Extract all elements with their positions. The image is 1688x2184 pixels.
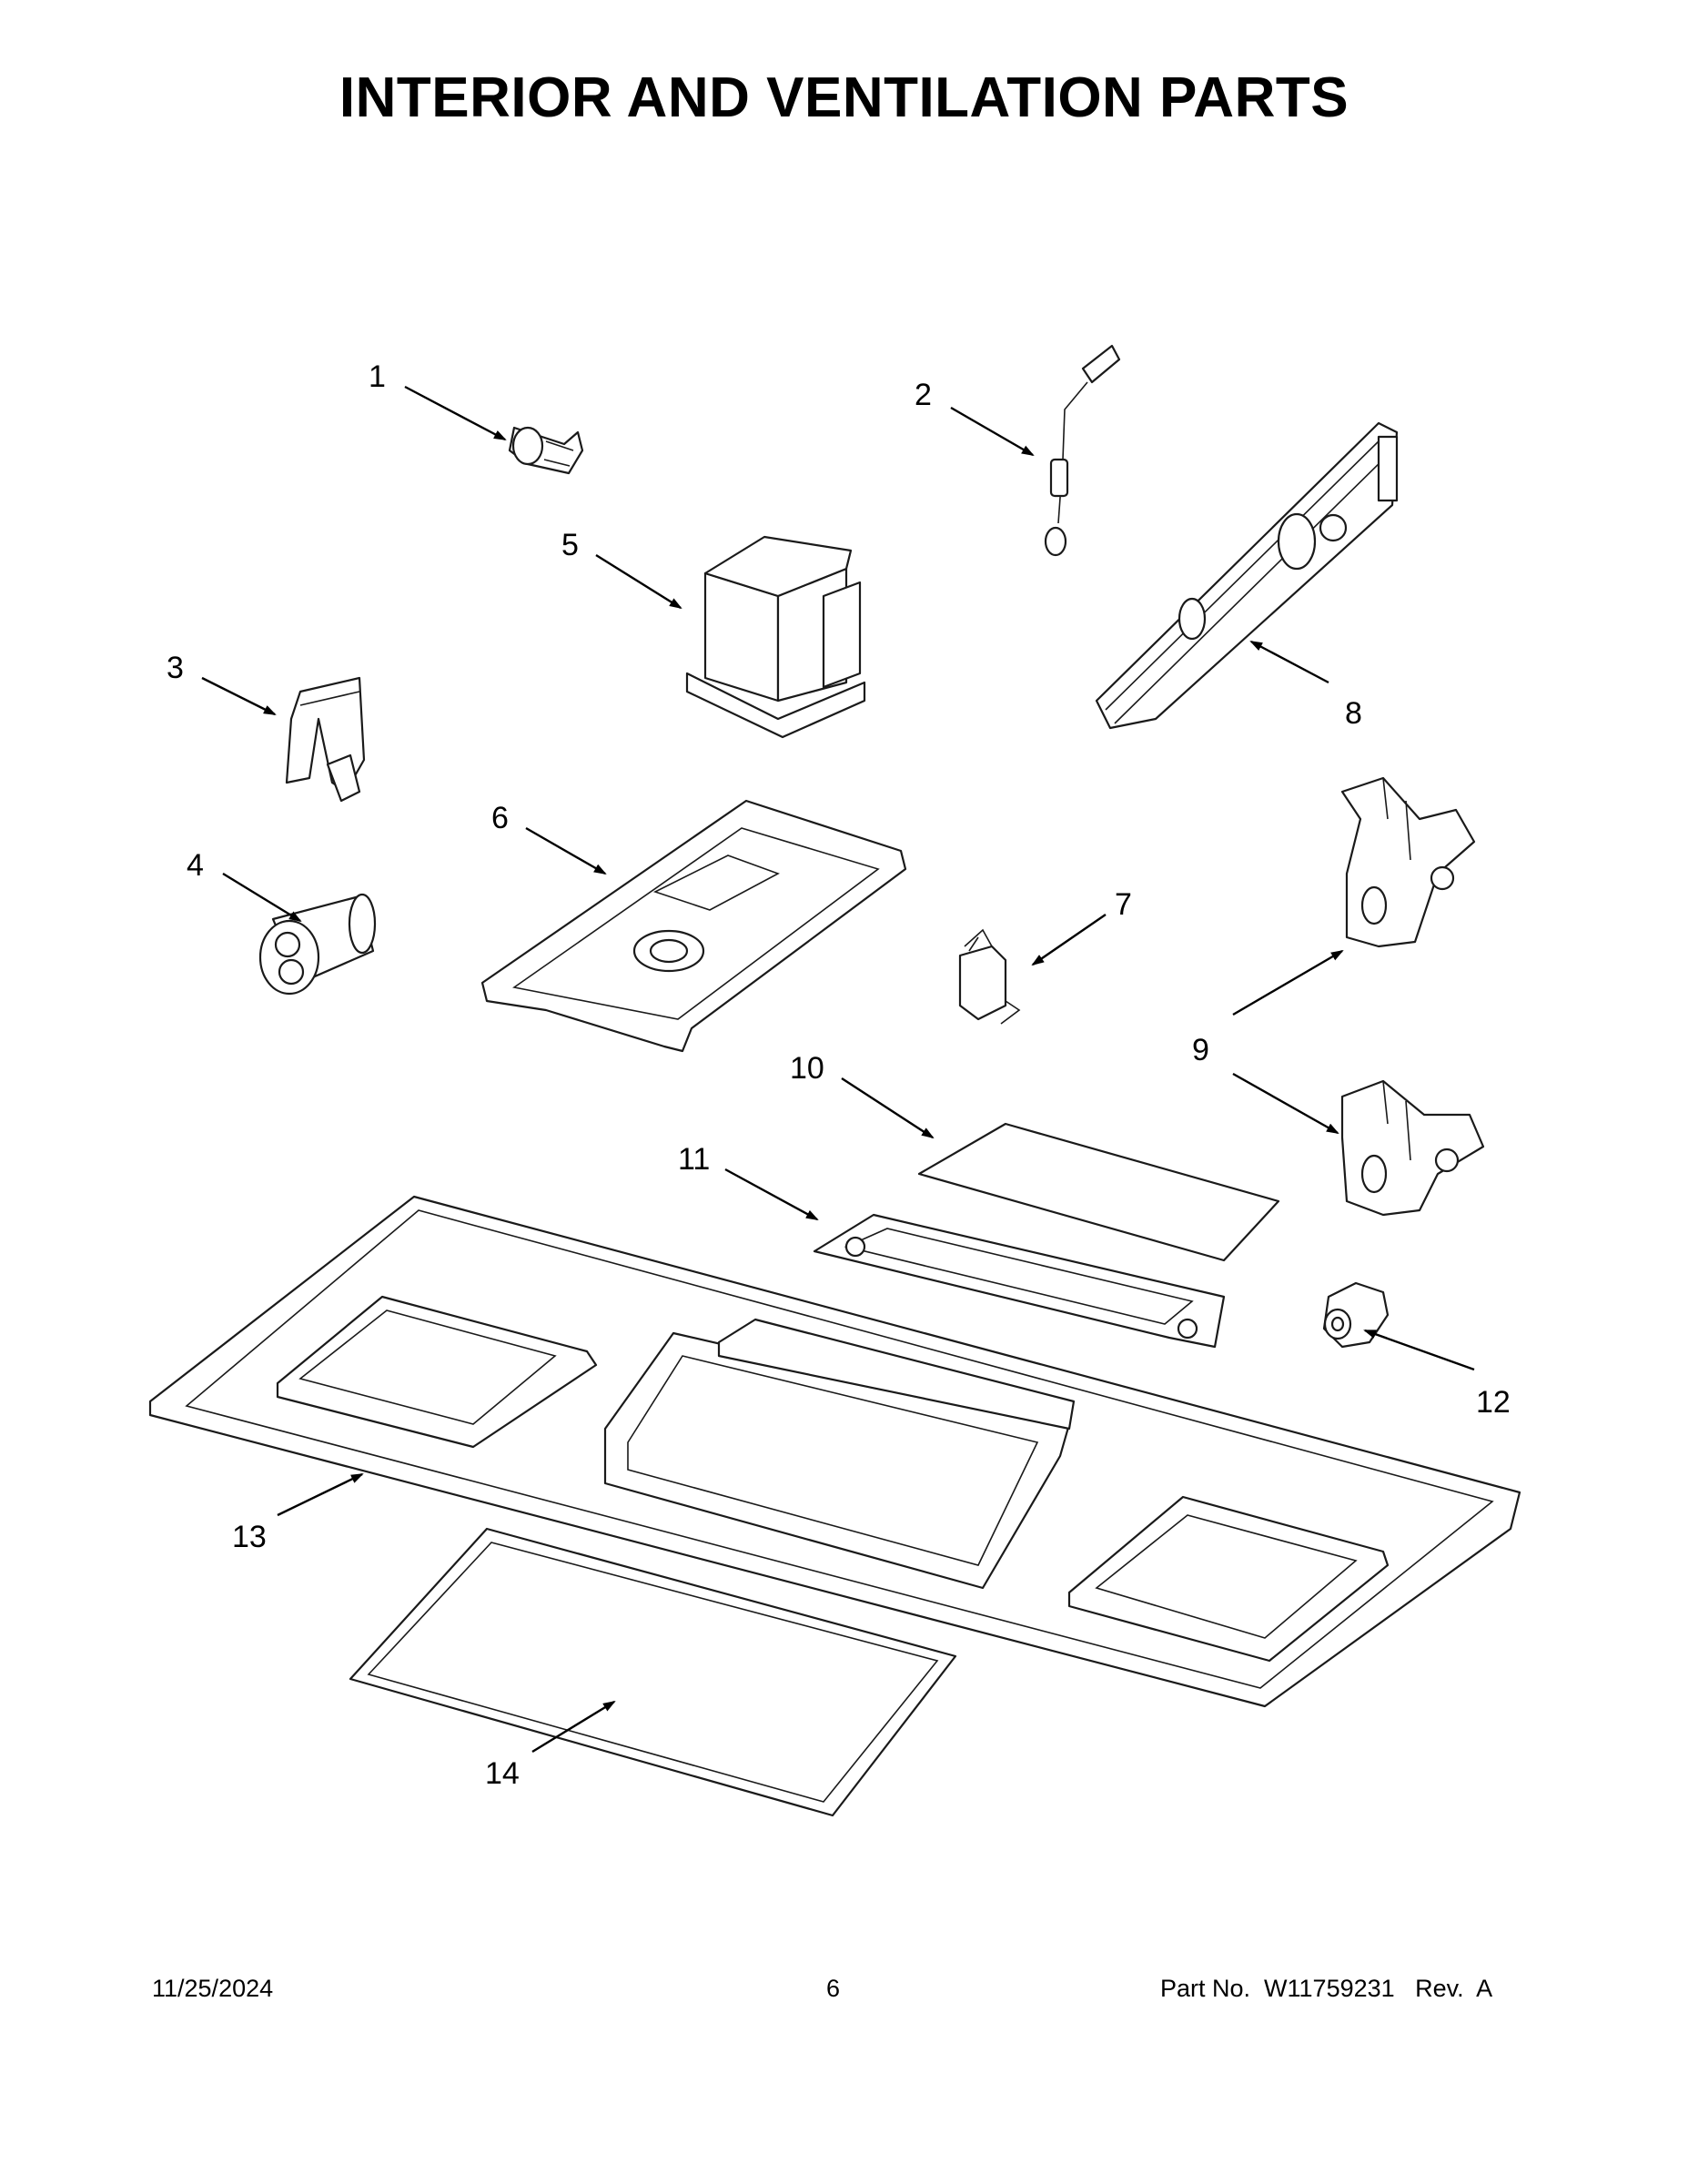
leader-line-14 [531,1700,616,1754]
leader-line-10 [841,1077,935,1139]
leader-line-4 [222,872,302,923]
leader-line-9-upper [1232,949,1344,1016]
part-5-hv-transformer [685,535,866,739]
part-13-bottom-plate [148,1195,1521,1708]
leader-line-9-lower [1232,1072,1339,1135]
leader-line-11 [724,1168,819,1221]
leader-line-3 [201,676,277,716]
part-14-gasket [349,1527,957,1817]
footer-page-number: 6 [826,1975,841,2002]
part-6-mounting-plate [480,799,907,1053]
leader-line-1 [404,385,507,441]
part-1-thermal-fuse [508,426,584,475]
callout-13: 13 [232,1520,267,1554]
page-title: INTERIOR AND VENTILATION PARTS [339,66,1349,129]
callout-4: 4 [187,848,204,883]
part-12-bumper [1322,1281,1390,1349]
part-2-hv-diode [1044,344,1121,557]
callout-8: 8 [1345,696,1362,731]
part-4-hv-capacitor [258,893,377,996]
footer-part-number: Part No. W11759231 Rev. A [1160,1975,1493,2002]
callout-5: 5 [561,528,579,562]
part-9-door-switch-lower [1340,1079,1485,1217]
part-7-noise-filter [958,928,1021,1025]
leader-line-12 [1363,1329,1475,1371]
part-11-light-bracket [813,1213,1226,1349]
callout-14: 14 [485,1756,520,1791]
leader-lines [201,385,1475,1754]
callout-6: 6 [491,801,509,835]
leader-line-5 [595,553,682,610]
leader-line-8 [1249,640,1329,684]
callout-10: 10 [790,1051,824,1086]
callout-1: 1 [369,359,386,394]
callout-12: 12 [1476,1385,1511,1420]
callout-9: 9 [1192,1033,1209,1067]
part-9-door-switch-upper [1340,776,1476,948]
part-8-side-rail [1095,421,1399,730]
leader-line-2 [950,406,1035,457]
callout-11: 11 [678,1142,710,1177]
leader-line-6 [525,826,607,875]
callout-3: 3 [167,651,184,685]
leader-line-13 [277,1472,364,1517]
part-3-capacitor-bracket [285,676,366,803]
callout-labels: 1 2 3 4 5 6 7 8 9 10 11 12 13 14 [167,359,1511,1791]
leader-line-7 [1031,914,1107,966]
footer-date: 11/25/2024 [152,1975,274,2002]
part-10-waveguide-cover [917,1122,1280,1262]
callout-7: 7 [1115,887,1132,922]
callout-2: 2 [915,378,932,412]
